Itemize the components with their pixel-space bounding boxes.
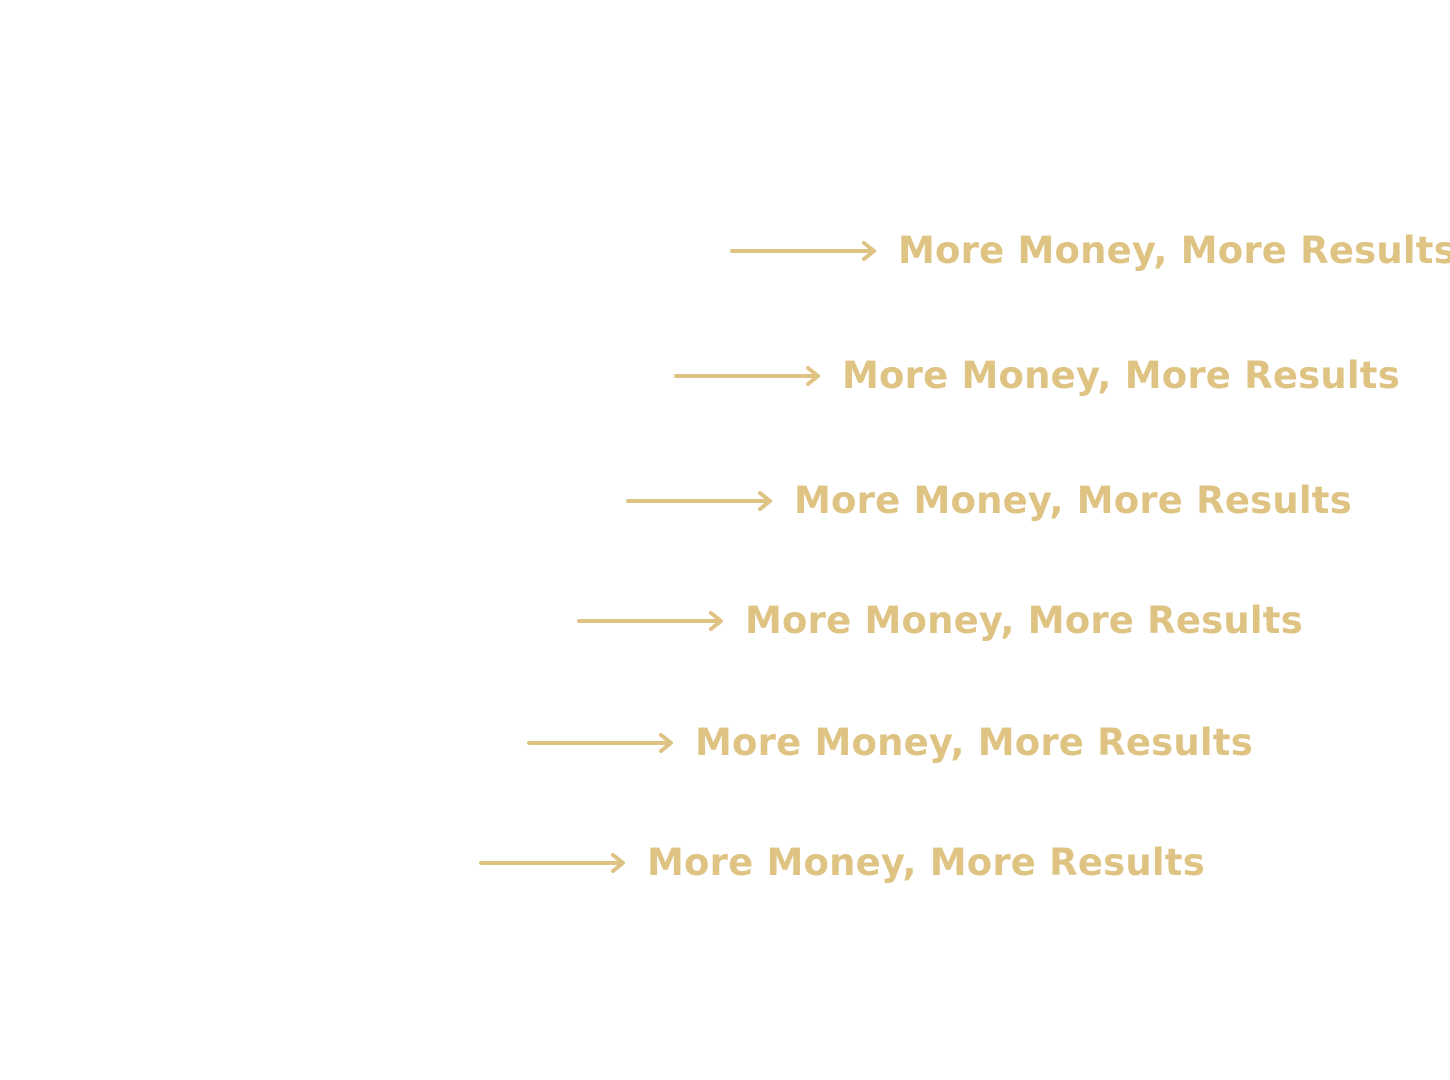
list-item: More Money, More Results [674, 354, 1400, 398]
list-item: More Money, More Results [626, 479, 1352, 523]
list-item: More Money, More Results [479, 841, 1205, 885]
list-item-label: More Money, More Results [842, 354, 1400, 397]
list-item-label: More Money, More Results [695, 721, 1253, 764]
list-item-label: More Money, More Results [898, 229, 1450, 272]
list-item: More Money, More Results [730, 229, 1450, 273]
arrow-right-icon [674, 366, 820, 386]
arrow-right-icon [577, 611, 723, 631]
arrow-right-icon [626, 491, 772, 511]
list-item-label: More Money, More Results [647, 841, 1205, 884]
list-item-label: More Money, More Results [745, 599, 1303, 642]
list-item: More Money, More Results [527, 721, 1253, 765]
list-item: More Money, More Results [577, 599, 1303, 643]
arrow-right-icon [527, 733, 673, 753]
arrow-right-icon [730, 241, 876, 261]
arrow-right-icon [479, 853, 625, 873]
list-item-label: More Money, More Results [794, 479, 1352, 522]
